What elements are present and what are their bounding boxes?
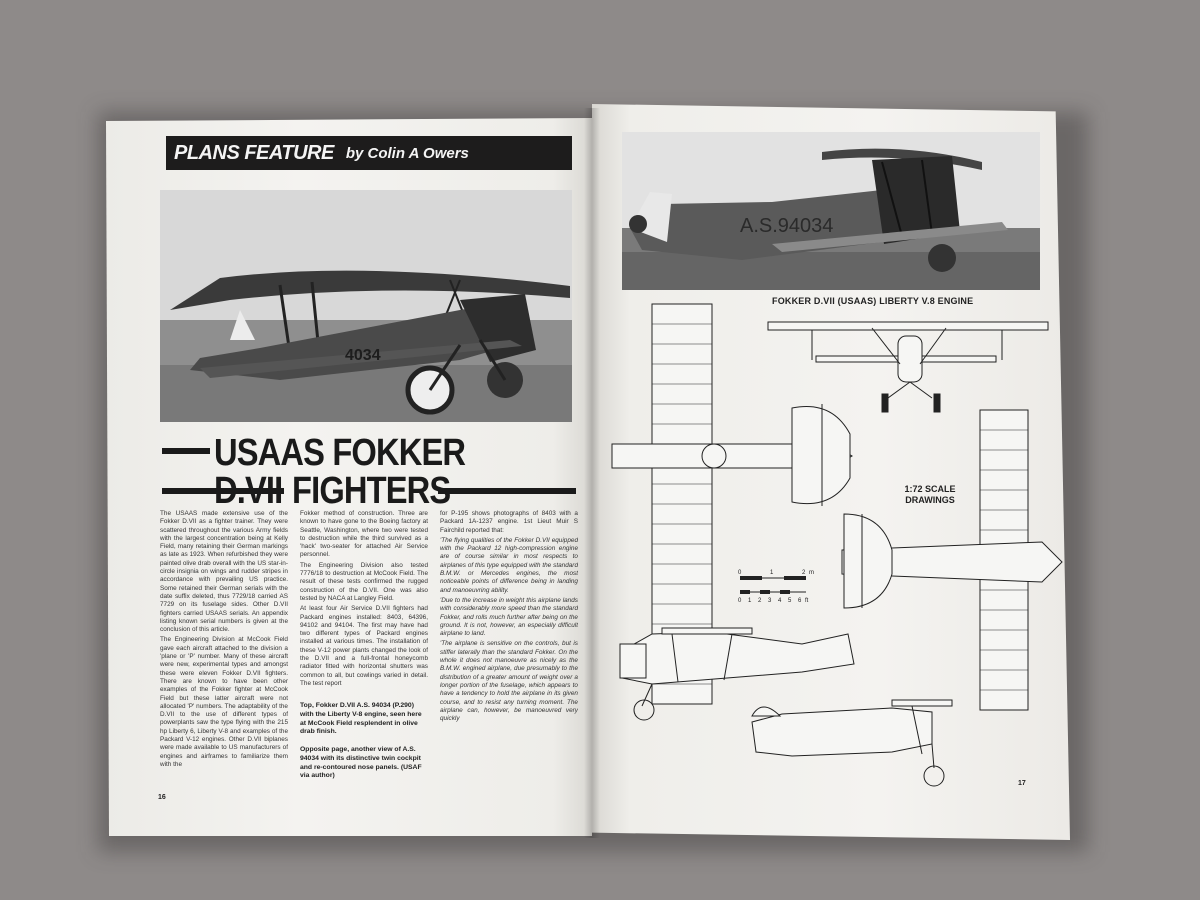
scale-imperial-tick: 1 bbox=[748, 598, 752, 604]
paragraph: 'Due to the increase in weight this airp… bbox=[440, 596, 578, 638]
scale-imperial-tick: 3 bbox=[768, 598, 772, 604]
paragraph: The Engineering Division also tested 777… bbox=[300, 561, 428, 602]
paragraph: 'The flying qualities of the Fokker D.VI… bbox=[440, 536, 578, 594]
scale-metric-tick: 0 bbox=[738, 570, 742, 576]
biplane-photo-right: A.S.94034 bbox=[622, 132, 1040, 290]
text-column-2: Fokker method of construction. Three are… bbox=[300, 510, 428, 696]
paragraph: The Engineering Division at McCook Field… bbox=[160, 636, 288, 768]
article-body: The USAAS made extensive use of the Fokk… bbox=[160, 510, 578, 810]
caption-opposite: Opposite page, another view of A.S. 9403… bbox=[300, 746, 422, 780]
scale-imperial-tick: 5 bbox=[788, 598, 792, 604]
scale-imperial-tick: 0 bbox=[738, 598, 742, 604]
scale-imperial-unit: ft bbox=[805, 598, 809, 604]
byline: by Colin A Owers bbox=[345, 144, 469, 162]
left-photo: 4034 bbox=[160, 190, 572, 422]
page-number-right: 17 bbox=[1018, 780, 1026, 787]
right-photo: A.S.94034 bbox=[622, 132, 1040, 290]
scale-imperial-tick: 4 bbox=[778, 598, 782, 604]
biplane-photo-left: 4034 bbox=[160, 190, 572, 422]
title-rule-left-top bbox=[162, 448, 210, 454]
plan-view-side-lower bbox=[751, 699, 953, 787]
left-page: PLANS FEATURE by Colin A Owers bbox=[106, 118, 592, 836]
caption-top: Top, Fokker D.VII A.S. 94034 (P.290) wit… bbox=[300, 702, 422, 736]
plan-view-bottom bbox=[841, 409, 1063, 711]
paragraph: for P-195 shows photographs of 8403 with… bbox=[440, 510, 578, 534]
text-column-3: for P-195 shows photographs of 8403 with… bbox=[440, 510, 578, 810]
plan-view-side bbox=[619, 627, 855, 721]
paragraph: Fokker method of construction. Three are… bbox=[300, 510, 428, 559]
photo-serial-text: 4034 bbox=[345, 347, 381, 364]
scale-imperial-tick: 6 bbox=[798, 598, 802, 604]
plan-view-front bbox=[767, 321, 1049, 413]
title-line-2: FIGHTERS bbox=[292, 470, 451, 512]
scale-label-text: 1:72 SCALE DRAWINGS bbox=[904, 484, 956, 505]
paragraph: The USAAS made extensive use of the Fokk… bbox=[160, 510, 288, 634]
title-rule-left-bottom bbox=[162, 488, 284, 494]
scale-bar: 0 1 2 m 0 1 2 3 4 5 6 ft bbox=[738, 570, 814, 604]
plan-drawings: 0 1 2 m 0 1 2 3 4 5 6 ft bbox=[611, 303, 1063, 787]
title-rule-right bbox=[438, 488, 576, 494]
right-page: A.S.94034 FOKKER D.VII (USAAS) LIBERTY V… bbox=[592, 104, 1070, 840]
paragraph: At least four Air Service D.VII fighters… bbox=[300, 605, 428, 687]
paragraph: 'The airplane is sensitive on the contro… bbox=[440, 640, 578, 723]
feature-label: PLANS FEATURE bbox=[174, 141, 334, 164]
scale-metric-unit: m bbox=[809, 570, 814, 576]
plans-feature-header: PLANS FEATURE by Colin A Owers bbox=[166, 136, 572, 170]
article-title: USAAS FOKKER D.VII FIGHTERS bbox=[162, 428, 576, 510]
page-number-left: 16 bbox=[158, 794, 166, 801]
scale-metric-tick: 2 bbox=[802, 570, 806, 576]
spine-gutter bbox=[584, 108, 600, 838]
scale-metric-tick: 1 bbox=[770, 570, 774, 576]
drawing-title: FOKKER D.VII (USAAS) LIBERTY V.8 ENGINE bbox=[772, 296, 974, 306]
photo-serial-text-right: A.S.94034 bbox=[740, 215, 833, 237]
text-column-1: The USAAS made extensive use of the Fokk… bbox=[160, 510, 288, 810]
scale-imperial-tick: 2 bbox=[758, 598, 762, 604]
scale-label: 1:72 SCALE DRAWINGS bbox=[890, 484, 970, 506]
